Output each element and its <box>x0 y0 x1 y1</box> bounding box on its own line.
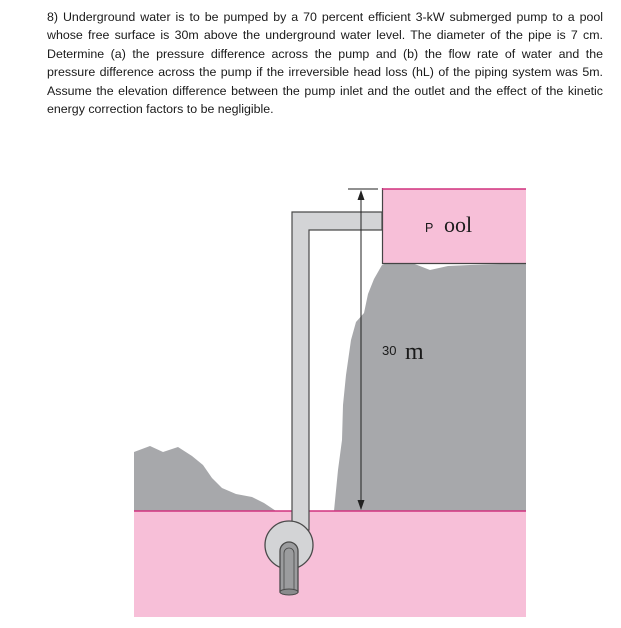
height-dimension <box>348 188 378 510</box>
ground-rock <box>134 446 276 511</box>
pool-label-rest: ool <box>444 212 472 237</box>
height-label-unit: m <box>405 339 424 365</box>
height-label-number: 30 <box>382 343 396 358</box>
problem-statement: 8) Underground water is to be pumped by … <box>47 10 603 117</box>
ground-cliff <box>334 260 526 511</box>
underground-water <box>134 511 526 617</box>
pool-label-prefix: P <box>425 221 433 235</box>
pipe <box>291 211 383 531</box>
submerged-pump <box>264 520 314 596</box>
pool <box>382 189 526 264</box>
